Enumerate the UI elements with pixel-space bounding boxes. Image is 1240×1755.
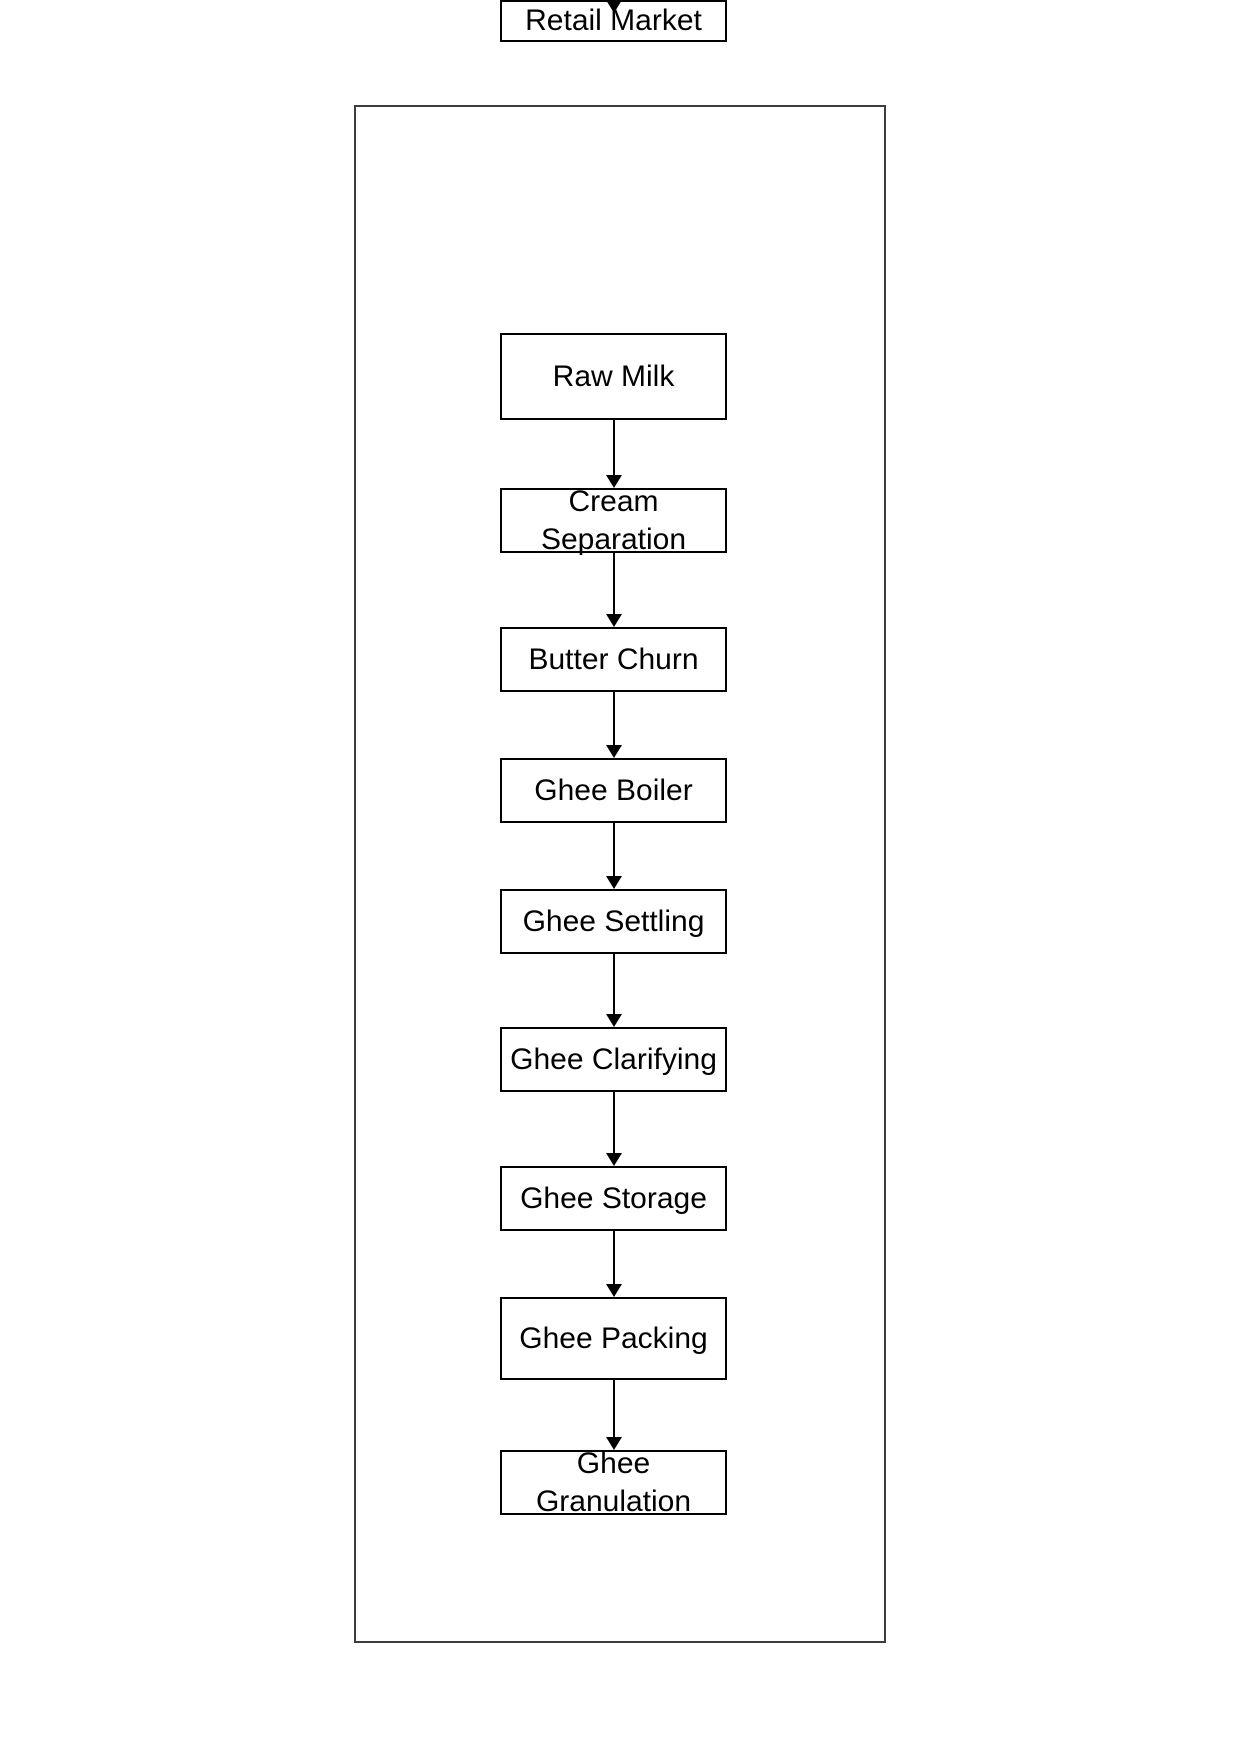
flow-node-cream-separation: Cream Separation — [500, 485, 727, 556]
arrow-head-icon — [606, 876, 622, 889]
arrow-stem — [613, 420, 615, 475]
flow-arrow-down-icon — [606, 1231, 622, 1297]
flow-arrow-down-icon — [606, 0, 622, 13]
flow-arrow-down-icon — [606, 1380, 622, 1450]
arrow-head-icon — [606, 1014, 622, 1027]
flow-node-ghee-settling: Ghee Settling — [500, 889, 727, 954]
arrow-stem — [613, 692, 615, 745]
arrow-head-icon — [606, 1153, 622, 1166]
arrow-stem — [613, 1231, 615, 1284]
arrow-stem — [613, 954, 615, 1014]
flow-node-butter-churn: Butter Churn — [500, 627, 727, 692]
flow-node-raw-milk: Raw Milk — [500, 333, 727, 420]
arrow-head-icon — [606, 1437, 622, 1450]
flow-arrow-down-icon — [606, 420, 622, 488]
arrow-head-icon — [606, 475, 622, 488]
arrow-stem — [613, 1380, 615, 1437]
flow-arrow-down-icon — [606, 692, 622, 758]
flow-arrow-down-icon — [606, 1092, 622, 1166]
arrow-stem — [613, 553, 615, 614]
flow-arrow-down-icon — [606, 553, 622, 627]
flow-arrow-down-icon — [606, 954, 622, 1027]
arrow-stem — [613, 823, 615, 876]
arrow-head-icon — [606, 0, 622, 13]
arrow-head-icon — [606, 614, 622, 627]
flow-node-ghee-packing: Ghee Packing — [500, 1297, 727, 1380]
flow-node-ghee-clarifying: Ghee Clarifying — [500, 1027, 727, 1092]
flow-node-ghee-granulation: Ghee Granulation — [500, 1447, 727, 1518]
flow-node-ghee-storage: Ghee Storage — [500, 1166, 727, 1231]
arrow-head-icon — [606, 745, 622, 758]
arrow-stem — [613, 1092, 615, 1153]
flow-arrow-down-icon — [606, 823, 622, 889]
flow-node-ghee-boiler: Ghee Boiler — [500, 758, 727, 823]
arrow-head-icon — [606, 1284, 622, 1297]
